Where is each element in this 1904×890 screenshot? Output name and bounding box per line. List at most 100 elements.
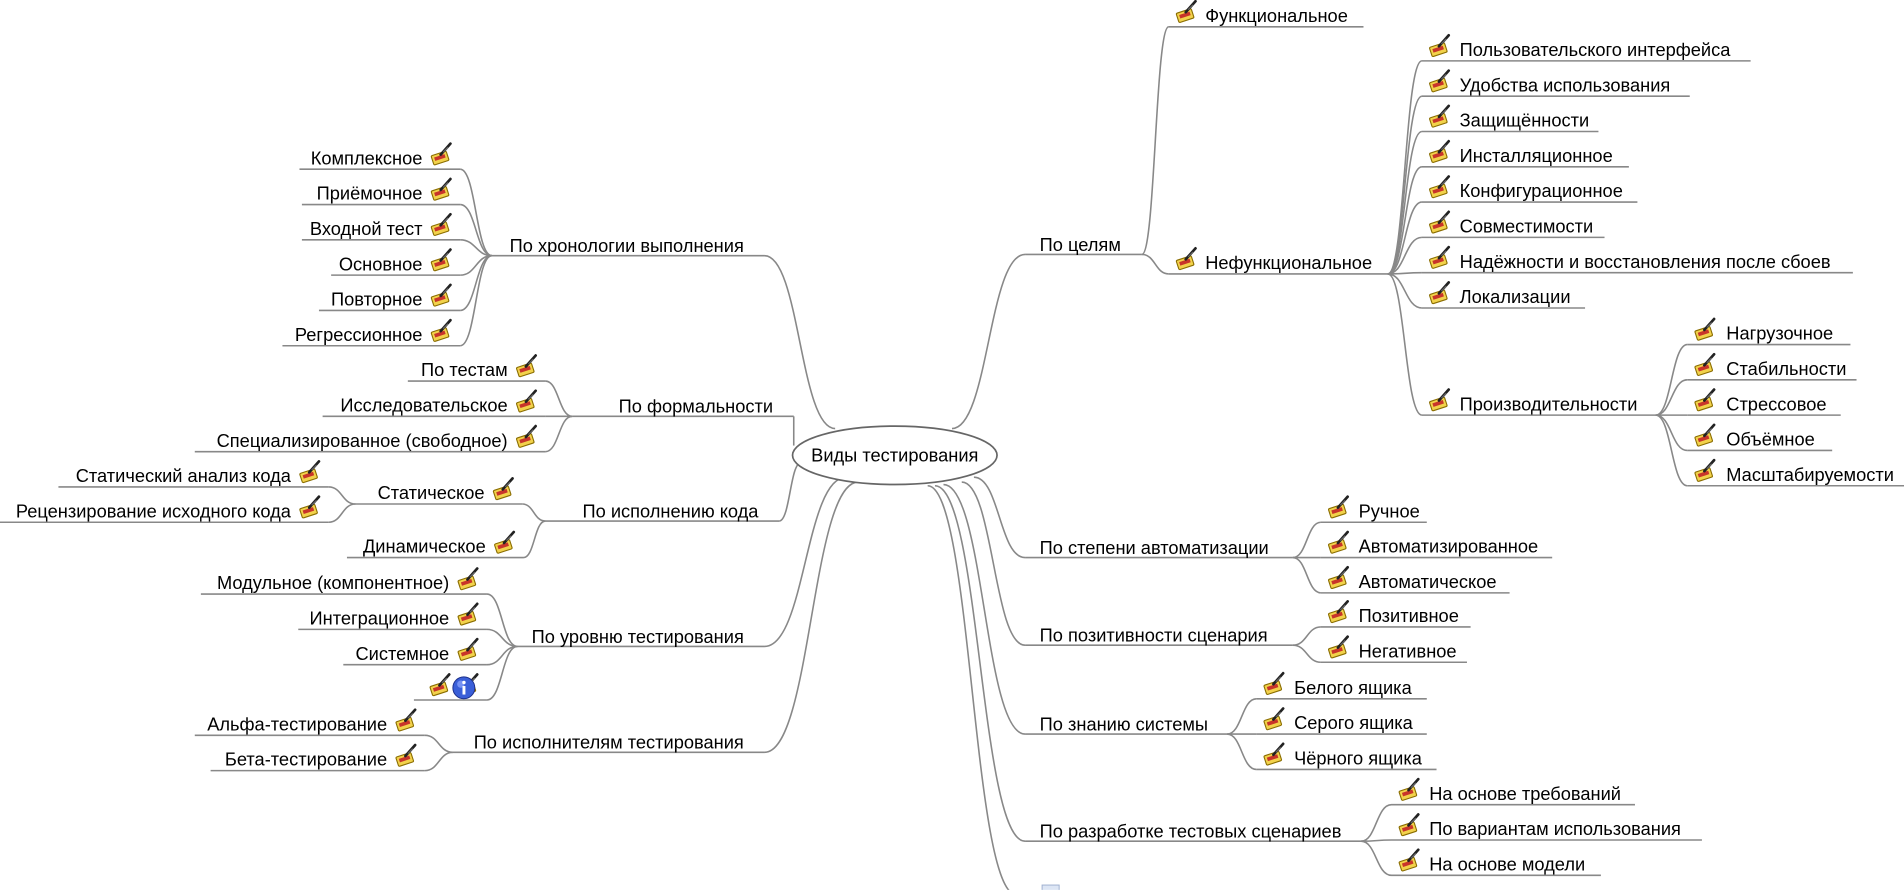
topic-connector	[1360, 803, 1392, 843]
branch-label: По знанию системы	[1040, 713, 1208, 734]
brush-icon	[1693, 458, 1716, 484]
topic-connector	[1387, 130, 1423, 275]
branch-connector	[943, 483, 1026, 735]
topic-connector	[486, 645, 518, 701]
brush-icon	[1427, 33, 1451, 59]
brush-icon	[1427, 175, 1451, 200]
brush-icon	[394, 708, 417, 733]
topic-connector	[1226, 733, 1257, 771]
info-icon[interactable]	[452, 676, 476, 700]
topic-label: Интеграционное	[310, 608, 450, 629]
brush-icon	[1693, 423, 1716, 448]
branch-connector	[951, 253, 1026, 430]
brush-icon	[1326, 600, 1350, 625]
topic-label: Белого ящика	[1294, 677, 1412, 698]
branch-label: По позитивности сценария	[1040, 625, 1268, 646]
brush-icon	[1693, 317, 1716, 342]
topic-label: На основе требований	[1429, 783, 1621, 804]
brush-icon	[1427, 281, 1451, 306]
topic-label: Статическое	[378, 482, 485, 503]
topic-label: Конфигурационное	[1460, 180, 1623, 201]
topic-connector	[1655, 414, 1688, 487]
topic-connector	[1655, 379, 1688, 416]
topic-connector	[545, 380, 573, 418]
brush-icon	[1326, 530, 1350, 555]
topic-connector	[424, 751, 453, 772]
topic-label: Чёрного ящика	[1294, 748, 1423, 769]
topic-connector	[523, 520, 546, 559]
brush-icon	[1397, 848, 1420, 873]
brush-icon	[1262, 671, 1285, 697]
branch-connector	[973, 476, 1026, 559]
topic-label: Автоматическое	[1359, 571, 1497, 592]
topic-label: Регрессионное	[295, 324, 423, 345]
topic-label: По тестам	[421, 359, 508, 380]
brush-icon	[456, 602, 479, 627]
topic-connector	[1141, 253, 1169, 275]
topic-connector	[545, 415, 573, 453]
brush-icon	[1326, 565, 1350, 591]
topic-label: Масштабируемости	[1726, 464, 1894, 485]
topic-connector	[1387, 273, 1423, 309]
topic-label: Производительности	[1460, 393, 1638, 414]
brush-icon	[298, 460, 321, 485]
topic-label: Инсталляционное	[1460, 145, 1613, 166]
branch-label: По степени автоматизации	[1040, 537, 1269, 558]
brush-icon	[456, 637, 479, 662]
brush-icon	[1326, 635, 1350, 660]
topic-label: Негативное	[1359, 640, 1457, 661]
branch-label: По исполнителям тестирования	[474, 732, 744, 753]
brush-icon	[1262, 707, 1285, 732]
branch-label: По хронологии выполнения	[510, 235, 744, 256]
topic-label: Статический анализ кода	[76, 465, 292, 486]
topic-connector	[1387, 95, 1423, 275]
topic-connector	[1292, 521, 1322, 559]
brush-icon	[394, 743, 417, 768]
branch-label: По исполнению кода	[583, 500, 760, 521]
branch-label: По формальности	[619, 396, 773, 417]
brush-icon	[1174, 247, 1197, 272]
brush-icon	[298, 495, 321, 520]
branch-connector	[961, 481, 1026, 647]
brush-icon	[1427, 245, 1451, 270]
brush-icon	[491, 477, 514, 502]
brush-icon	[1174, 0, 1197, 25]
topic-connector	[459, 168, 493, 257]
topic-label: Стрессовое	[1726, 393, 1826, 414]
topic-connector	[1226, 697, 1257, 735]
root-node[interactable]	[791, 425, 998, 486]
topic-connector	[424, 734, 453, 754]
topic-connector	[1387, 201, 1423, 275]
topic-connector	[328, 503, 356, 524]
topic-label: Нефункциональное	[1205, 252, 1372, 273]
topic-connector	[1387, 236, 1423, 275]
brush-icon	[429, 248, 452, 273]
topic-label: Рецензирование исходного кода	[16, 500, 292, 521]
topic-connector	[486, 593, 518, 648]
topic-label: Специализированное (свободное)	[217, 430, 508, 451]
topic-connector	[486, 628, 518, 648]
topic-label: Автоматизированное	[1359, 536, 1539, 557]
branch-connector	[764, 476, 847, 648]
topic-label: Удобства использования	[1460, 74, 1671, 95]
topic-label: Бета-тестирование	[225, 749, 387, 770]
topic-connector	[459, 254, 493, 347]
topic-connector	[1141, 25, 1170, 256]
brush-icon	[428, 673, 451, 698]
topic-label: Серого ящика	[1294, 712, 1414, 733]
topic-connector	[1387, 273, 1423, 416]
brush-icon	[429, 142, 452, 167]
topic-connector	[522, 503, 546, 522]
brush-icon	[429, 283, 452, 308]
topic-label: Объёмное	[1726, 429, 1815, 450]
topic-label: Стабильности	[1726, 358, 1846, 379]
brush-icon	[1397, 813, 1420, 838]
branch-label: По уровню тестирования	[532, 626, 744, 647]
topic-connector	[1387, 60, 1423, 275]
topic-label: Входной тест	[310, 218, 423, 239]
topic-label: Защищённости	[1460, 110, 1590, 131]
brush-icon	[514, 354, 537, 379]
root-label: Виды тестирования	[811, 444, 978, 465]
topic-label: Альфа-тестирование	[207, 713, 387, 734]
